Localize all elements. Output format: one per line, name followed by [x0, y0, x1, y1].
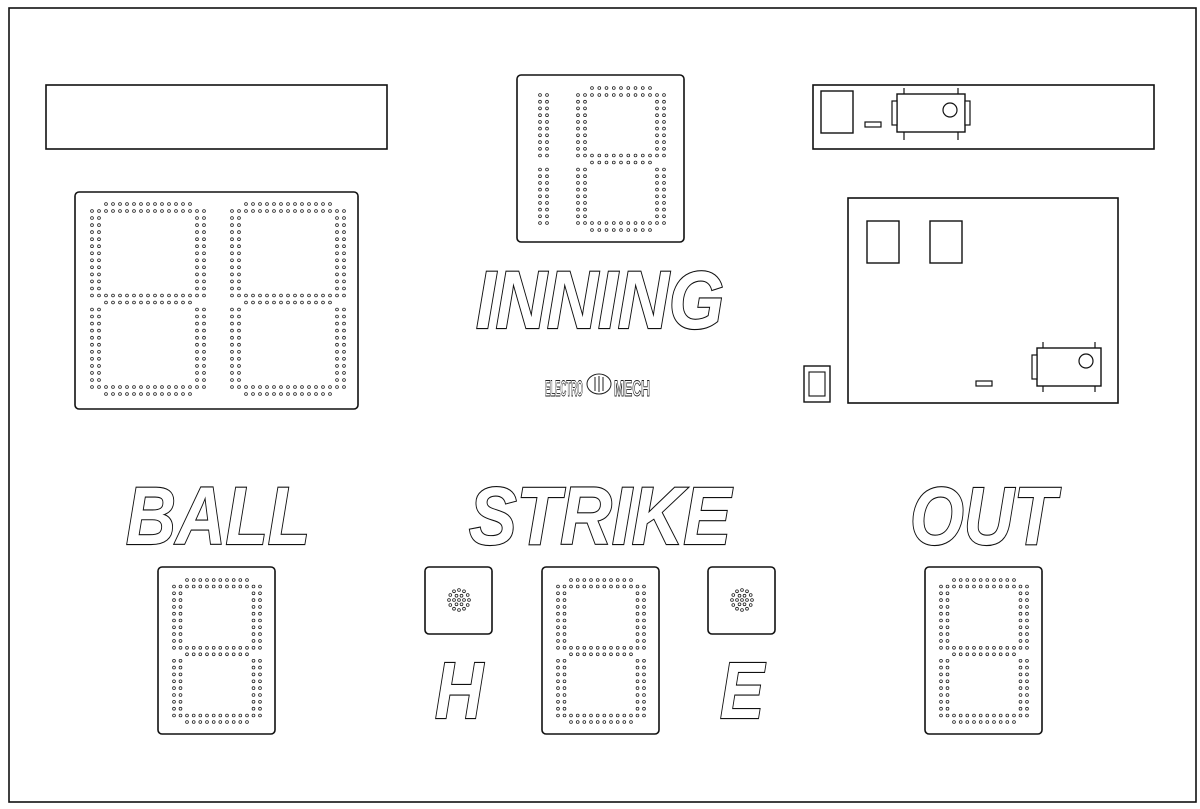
hit-lamp	[447, 588, 471, 612]
connector-icon-2	[975, 380, 993, 387]
inning-digits	[538, 86, 666, 232]
hit-label: H	[435, 646, 485, 735]
ball-digit	[172, 578, 262, 724]
logo-text-right: MECH	[614, 376, 650, 401]
switch-icon	[803, 365, 831, 403]
control-strip	[812, 84, 1155, 150]
inning-digits-panel	[516, 74, 685, 243]
out-digit	[939, 578, 1029, 724]
connector-icon	[864, 121, 882, 128]
inning-label: INNING	[476, 255, 724, 346]
out-label: OUT	[910, 471, 1061, 562]
electronics-panel	[847, 197, 1119, 404]
error-lamp-box	[707, 566, 776, 635]
error-label: E	[720, 646, 766, 735]
logo-text-left: ELECTRO	[545, 376, 583, 401]
junction-box-icon	[820, 90, 854, 134]
strike-digit-panel	[541, 566, 660, 735]
ball-digit-panel	[157, 566, 276, 735]
score-digits-panel	[74, 191, 359, 410]
score-digits	[90, 202, 346, 396]
out-digit-panel	[924, 566, 1043, 735]
strike-digit	[556, 578, 646, 724]
electromech-logo: ELECTRO MECH	[545, 373, 650, 401]
hit-lamp-box	[424, 566, 493, 635]
error-lamp	[730, 588, 754, 612]
horn-unit-icon	[891, 88, 971, 140]
ball-label: BALL	[126, 471, 310, 562]
horn-unit-icon-2	[1031, 342, 1102, 392]
strike-label: STRIKE	[469, 471, 733, 562]
team-name-panel	[45, 84, 388, 150]
indicator-box-1	[866, 220, 900, 264]
indicator-box-2	[929, 220, 963, 264]
